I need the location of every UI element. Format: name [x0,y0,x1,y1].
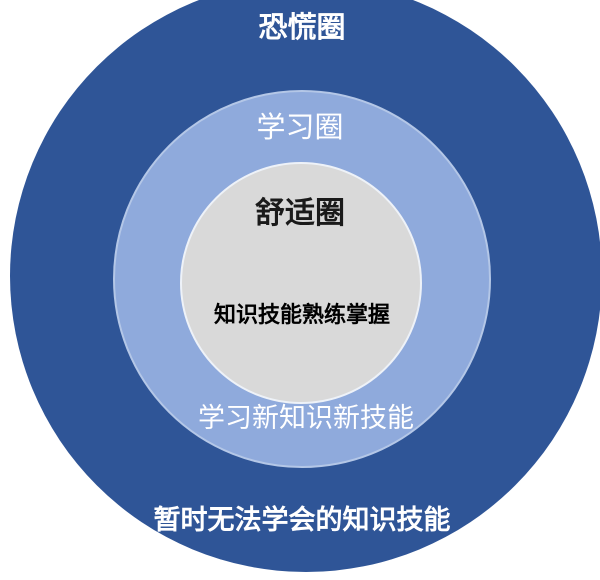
comfort-zone-title: 舒适圈 [255,196,345,231]
panic-zone-description: 暂时无法学会的知识技能 [153,505,451,536]
comfort-zone-circle [180,162,422,404]
learning-zone-description: 学习新知识新技能 [198,403,414,434]
panic-zone-title: 恐慌圈 [258,10,346,44]
learning-zone-title: 学习圈 [256,110,344,144]
comfort-zone-description: 知识技能熟练掌握 [213,303,390,328]
